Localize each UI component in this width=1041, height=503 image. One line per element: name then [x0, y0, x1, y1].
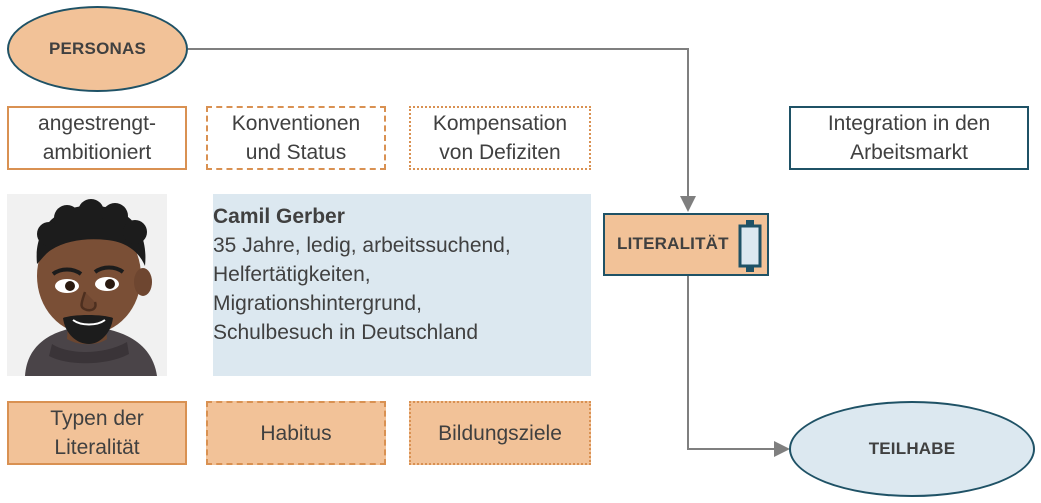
profile-line: Migrationshintergrund,	[213, 292, 422, 315]
profile-line: Helfertätigkeiten,	[213, 263, 371, 286]
type-box-line2: von Defiziten	[439, 141, 561, 164]
literalitaet-label: LITERALITÄT	[617, 234, 729, 253]
bottom-box-line2: Literalität	[54, 436, 140, 459]
person-illustration-icon	[25, 199, 157, 376]
bottom-box-label: Habitus	[260, 421, 332, 445]
integration-line2: Arbeitsmarkt	[850, 141, 968, 164]
bottom-box-bildungsziele: Bildungsziele	[409, 401, 591, 465]
teilhabe-label: TEILHABE	[868, 439, 956, 458]
arrow-personas-to-literalitaet	[188, 48, 696, 212]
type-box-konventionen: Konventionen und Status	[206, 106, 386, 170]
type-box-line2: ambitioniert	[42, 141, 152, 164]
avatar	[7, 194, 167, 376]
literalitaet-box: LITERALITÄT	[603, 213, 769, 276]
profile-name: Camil Gerber	[213, 205, 345, 228]
type-box-line2: und Status	[245, 141, 347, 164]
type-box-line1: angestrengt-	[38, 112, 156, 135]
integration-box: Integration in den Arbeitsmarkt	[789, 106, 1029, 170]
bottom-box-habitus: Habitus	[206, 401, 386, 465]
type-box-kompensation: Kompensation von Defiziten	[409, 106, 591, 170]
profile-line: 35 Jahre, ledig, arbeitssuchend,	[213, 234, 511, 257]
arrow-literalitaet-to-teilhabe	[687, 275, 790, 457]
type-box-line1: Konventionen	[231, 112, 361, 135]
bottom-box-typen: Typen der Literalität	[7, 401, 187, 465]
teilhabe-ellipse: TEILHABE	[789, 401, 1035, 497]
integration-line1: Integration in den	[827, 112, 991, 135]
personas-ellipse: PERSONAS	[7, 6, 188, 92]
bottom-box-label: Bildungsziele	[438, 421, 562, 445]
profile-box: Camil Gerber 35 Jahre, ledig, arbeitssuc…	[213, 194, 591, 376]
personas-label: PERSONAS	[48, 39, 146, 58]
type-box-line1: Kompensation	[432, 112, 568, 135]
battery-icon	[738, 220, 762, 272]
profile-line: Schulbesuch in Deutschland	[213, 321, 479, 344]
type-box-angestrengt: angestrengt- ambitioniert	[7, 106, 187, 170]
bottom-box-line1: Typen der	[50, 407, 144, 430]
